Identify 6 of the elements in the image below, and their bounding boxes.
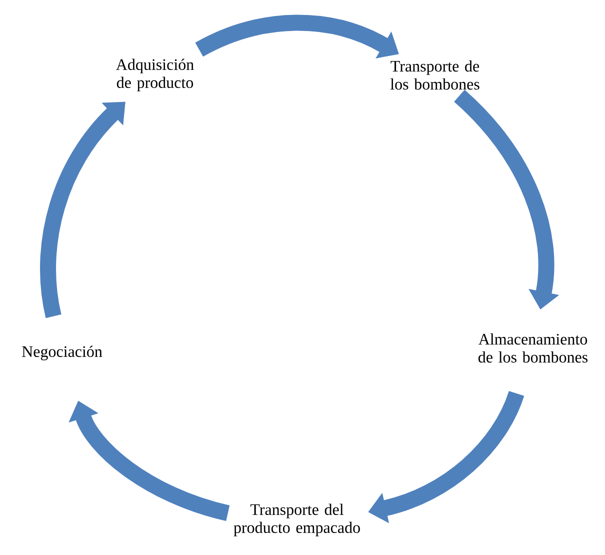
step-label: Transporte de los bombones bbox=[390, 60, 480, 90]
step-label: Negociación bbox=[22, 346, 102, 360]
step-label: Almacenamiento de los bombones bbox=[478, 333, 588, 363]
step-label: Adquisición de producto bbox=[116, 58, 194, 92]
curved-arrow bbox=[40, 102, 126, 318]
step-label: Transporte del producto empacado bbox=[234, 504, 360, 536]
